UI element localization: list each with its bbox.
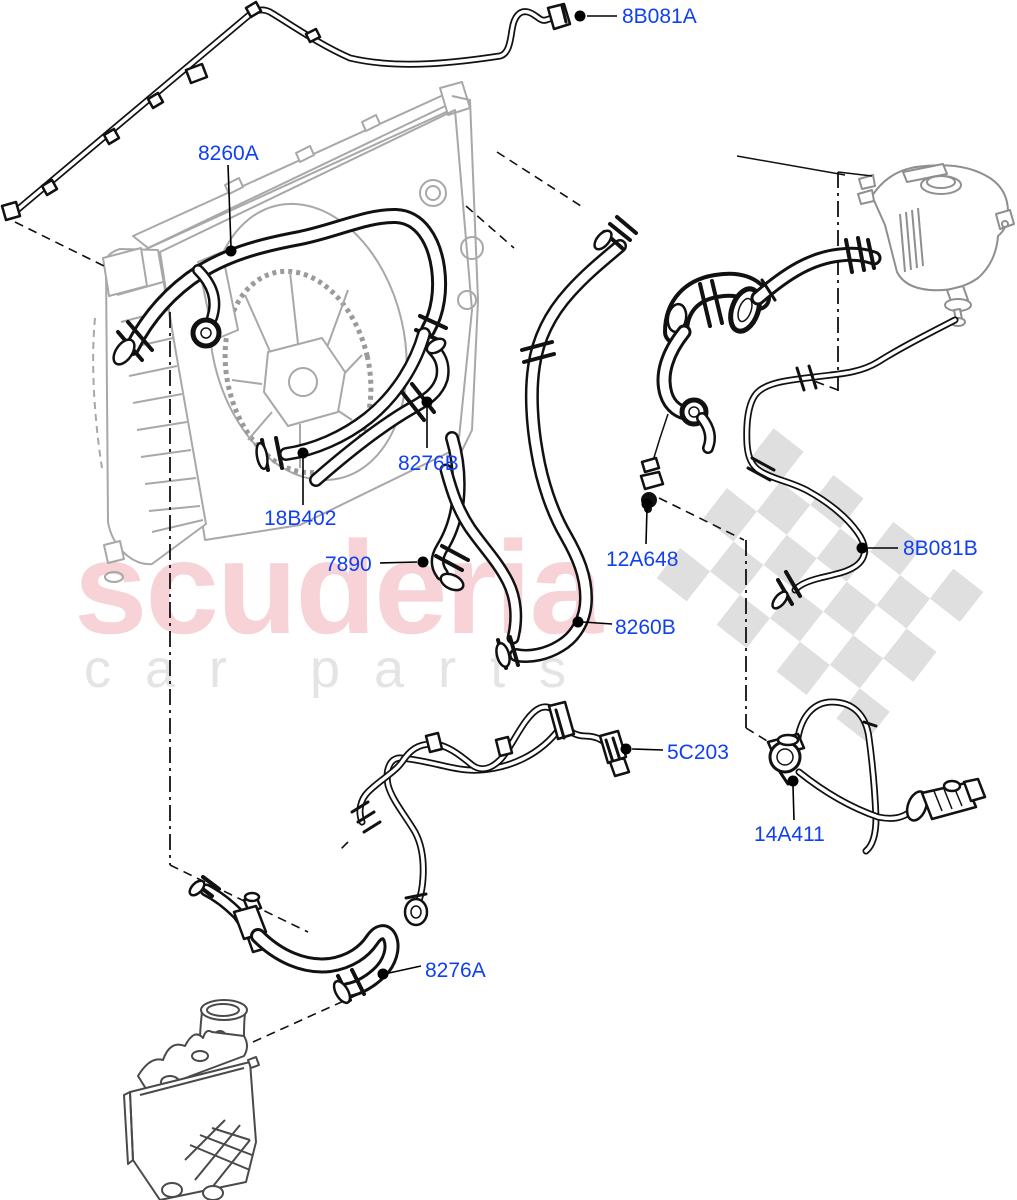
part-label-5c203[interactable]: 5C203: [667, 741, 729, 764]
leader-line-8260b: [582, 621, 613, 625]
pipe-8b081b: [747, 320, 955, 610]
checkered-flag-watermark: [656, 428, 984, 742]
callout-dot-8260a: [225, 245, 237, 257]
part-label-8260a[interactable]: 8260A: [198, 142, 259, 165]
callout-dot-18b402: [297, 447, 309, 459]
part-label-8b081b[interactable]: 8B081B: [903, 537, 978, 560]
callout-dot-8260b: [572, 616, 584, 628]
callout-dot-7890: [417, 556, 429, 568]
part-label-8260b[interactable]: 8260B: [615, 616, 676, 639]
leader-line-12a648: [645, 507, 648, 545]
top-coolant-pipe-8b081a: [0, 0, 572, 222]
callout-dot-8b081a: [574, 10, 586, 22]
part-label-8b081a[interactable]: 8B081A: [622, 5, 697, 28]
hose-8260b: [495, 215, 638, 670]
callout-dot-8276b: [421, 396, 433, 408]
pump-14a411: [766, 702, 987, 851]
part-label-7890[interactable]: 7890: [325, 553, 372, 576]
part-label-8276a[interactable]: 8276A: [425, 959, 486, 982]
callout-dot-8276a: [377, 968, 389, 980]
hose-7890: [436, 438, 470, 592]
part-label-18b402[interactable]: 18B402: [264, 507, 337, 530]
callout-dot-5c203: [620, 743, 632, 755]
part-label-12a648[interactable]: 12A648: [606, 548, 679, 571]
sensor-12a648: [639, 413, 669, 513]
callout-dot-8b081b: [856, 542, 868, 554]
expansion-tank: [857, 163, 1015, 327]
leader-lines: [225, 10, 898, 980]
hose-8276a: [188, 875, 391, 1005]
part-label-8276b[interactable]: 8276B: [398, 452, 459, 475]
leader-line-8276a: [388, 965, 422, 974]
leader-line-5c203: [631, 748, 664, 751]
watermark-tagline: car parts: [84, 639, 601, 699]
leader-line-8260a: [227, 164, 232, 248]
thermostat-lower-hose: [664, 332, 710, 448]
callout-dot-12a648: [641, 498, 653, 510]
intercooler: [123, 999, 260, 1200]
callout-dot-14a411: [787, 775, 799, 787]
hose-8276b: [316, 337, 448, 480]
pipe-assembly-5c203: [337, 700, 631, 927]
leader-line-14a411: [792, 785, 795, 821]
tank-feed-hose: [758, 236, 874, 300]
hose-18b402: [255, 334, 424, 472]
leader-line-7890: [379, 561, 418, 564]
part-label-14a411[interactable]: 14A411: [754, 823, 825, 846]
